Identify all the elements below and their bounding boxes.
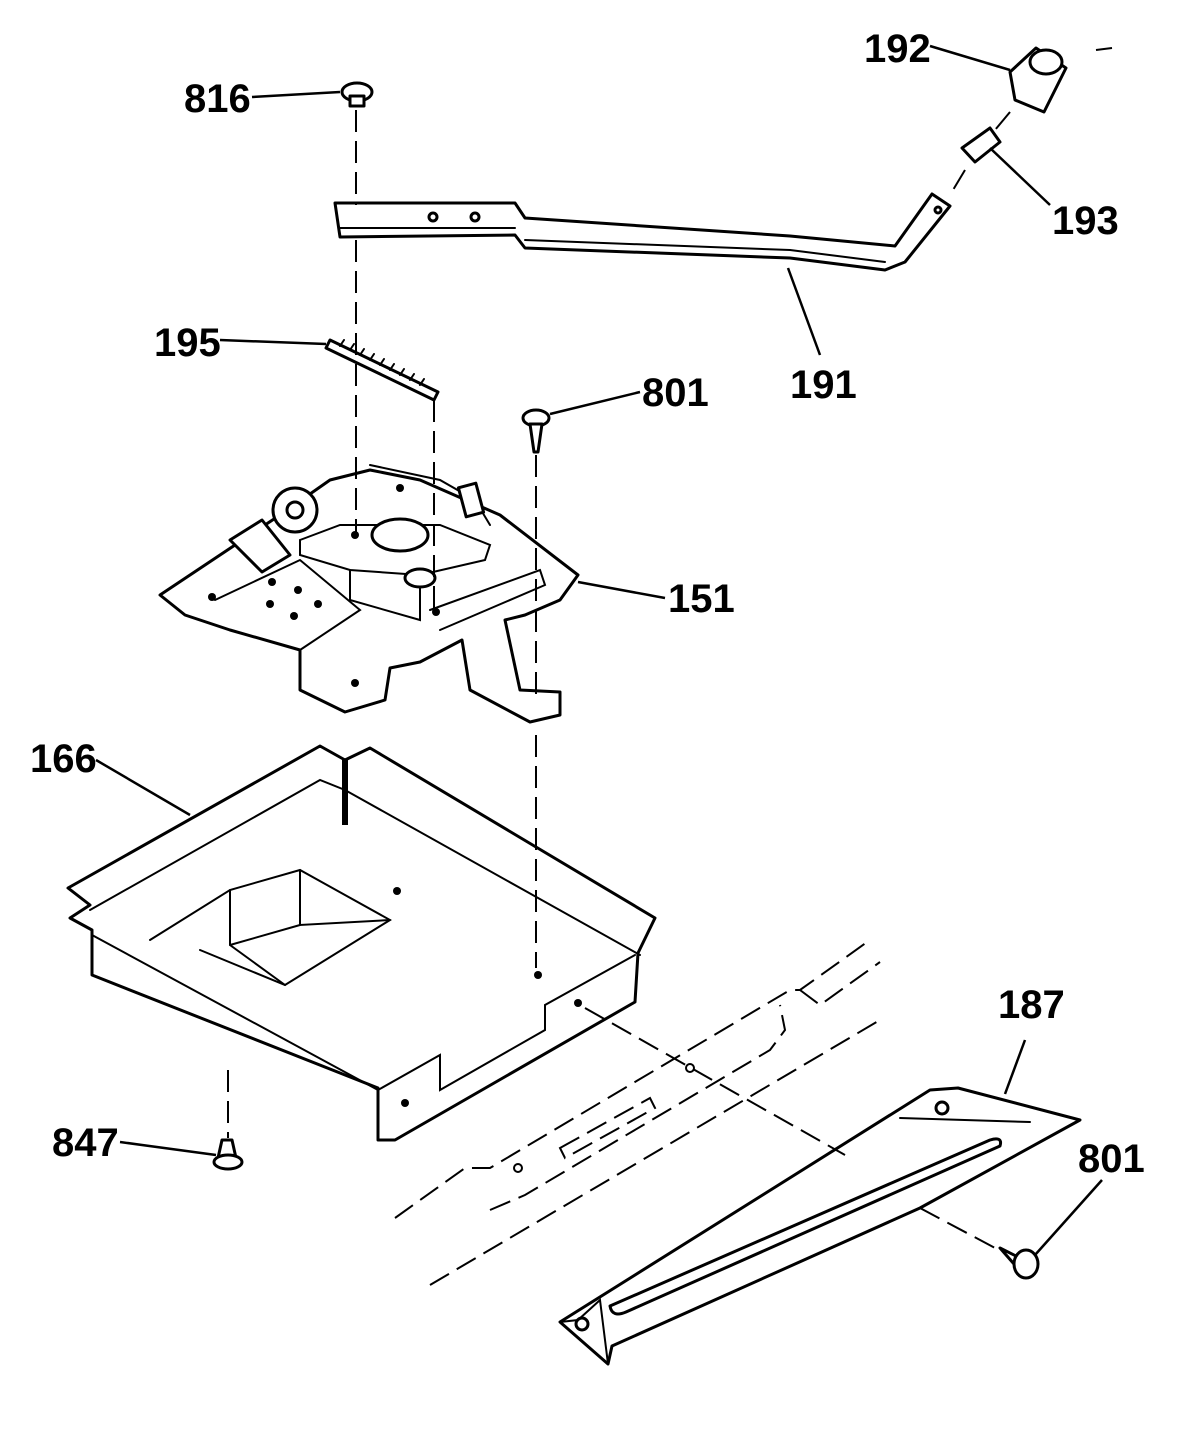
- callout-labels: 816 192 193 191 195 801 151 166 187 801 …: [30, 27, 1145, 1181]
- part-801-bottom-screw: [998, 1246, 1040, 1280]
- callout-801-bottom: 801: [1078, 1137, 1145, 1181]
- callout-847: 847: [52, 1121, 119, 1165]
- part-191-lever-arm: [333, 192, 952, 272]
- callout-801-top: 801: [642, 371, 709, 415]
- part-195-spring: [324, 338, 440, 402]
- stray-mark: [1095, 47, 1113, 51]
- callout-816: 816: [184, 77, 251, 121]
- callout-193: 193: [1052, 199, 1119, 243]
- callout-195: 195: [154, 321, 221, 365]
- callout-187: 187: [998, 983, 1065, 1027]
- part-192-knob: [1008, 46, 1068, 114]
- callout-191: 191: [790, 363, 857, 407]
- callout-166: 166: [30, 737, 97, 781]
- alignment-lines: [227, 110, 1011, 1249]
- part-193-clip: [960, 126, 1002, 164]
- part-847-fastener: [212, 1138, 244, 1171]
- part-801-top-screw: [521, 408, 551, 454]
- part-816-screw: [340, 81, 374, 108]
- part-151-latch-assembly: [158, 464, 580, 724]
- leader-lines: [95, 44, 1103, 1256]
- phantom-rail: [394, 939, 881, 1286]
- part-166-tray: [66, 744, 657, 1142]
- part-187-bracket: [558, 1086, 1082, 1366]
- callout-192: 192: [864, 27, 931, 71]
- callout-151: 151: [668, 577, 735, 621]
